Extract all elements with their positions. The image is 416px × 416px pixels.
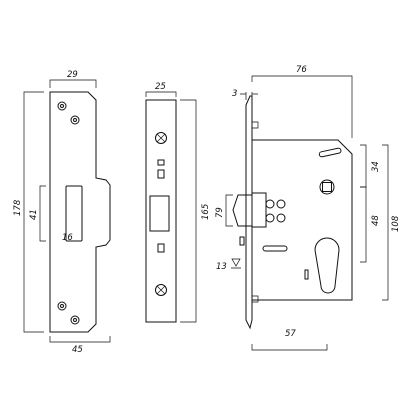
dim-forend-height: 165 (201, 204, 211, 220)
lock-forend-edge (245, 95, 253, 330)
dim-line-total-depth (251, 75, 353, 138)
dim-handle-centre: 34 (371, 161, 381, 172)
forend-outline (145, 99, 177, 323)
screw-hole-icon (70, 315, 80, 325)
lock-case-slot (318, 147, 342, 158)
dim-strike-width-bottom: 45 (72, 345, 83, 355)
dim-forend-width: 25 (155, 82, 166, 92)
screw-hole-icon (57, 101, 67, 111)
dim-line-handle-centre (360, 144, 367, 188)
dim-line-strike-opening (39, 185, 46, 242)
deadbolt-slot (262, 245, 288, 252)
deadbolt (239, 236, 245, 246)
strike-plate-opening (65, 185, 83, 242)
latch-pins (265, 199, 286, 223)
forend-deadbolt-slot (157, 243, 165, 253)
dim-line-case-height (382, 144, 389, 301)
latch-bolt (232, 194, 253, 227)
strike-plate: 29 45 178 41 16 (13, 70, 111, 355)
forend-screw-top (155, 132, 167, 144)
lock-forend-tab-top (252, 121, 259, 129)
forend-slot (157, 169, 165, 179)
dim-line-forend-height (180, 99, 197, 323)
forend-front-view: 25 165 (145, 82, 211, 323)
dim-line-forend-width (145, 91, 177, 97)
lock-forend-tab-bottom (252, 295, 259, 303)
lock-case-side-view: 3 76 79 13 57 34 48 108 (215, 65, 401, 351)
dim-line-strike-bottom (49, 336, 111, 343)
deadbolt-throw-marker-icon (231, 258, 241, 269)
dim-strike-opening-height: 41 (29, 209, 39, 220)
dim-strike-width-top: 29 (67, 70, 78, 80)
forend-slot (157, 159, 165, 166)
dim-backset: 57 (285, 329, 296, 339)
spindle-follower-icon (319, 179, 335, 195)
dim-line-strike-height (23, 91, 44, 333)
dim-deadbolt-throw: 13 (216, 262, 227, 272)
forend-latch-opening (149, 195, 170, 232)
dim-strike-opening-offset: 16 (62, 233, 73, 243)
strike-plate-outline (49, 91, 111, 333)
dim-line-backset (251, 344, 328, 351)
dim-line-cylinder-centre (360, 186, 367, 263)
dim-case-height: 108 (391, 215, 401, 232)
latch-mechanism (251, 192, 267, 228)
dim-strike-height: 178 (13, 199, 23, 216)
screw-hole-icon (70, 115, 80, 125)
dim-total-depth: 76 (296, 65, 307, 75)
dim-line-strike-top (49, 79, 97, 88)
forend-screw-bottom (155, 284, 167, 296)
dim-cylinder-centre: 48 (371, 215, 381, 226)
dim-latch-height: 79 (215, 207, 225, 218)
dim-forend-thickness: 3 (232, 89, 237, 99)
lock-case-body (252, 139, 353, 301)
screw-hole-icon (57, 301, 67, 311)
dim-line-forend-thickness (240, 92, 258, 100)
cylinder-cam-slot (304, 269, 309, 280)
dim-line-latch-height (225, 194, 233, 227)
euro-cylinder-profile (314, 237, 340, 294)
